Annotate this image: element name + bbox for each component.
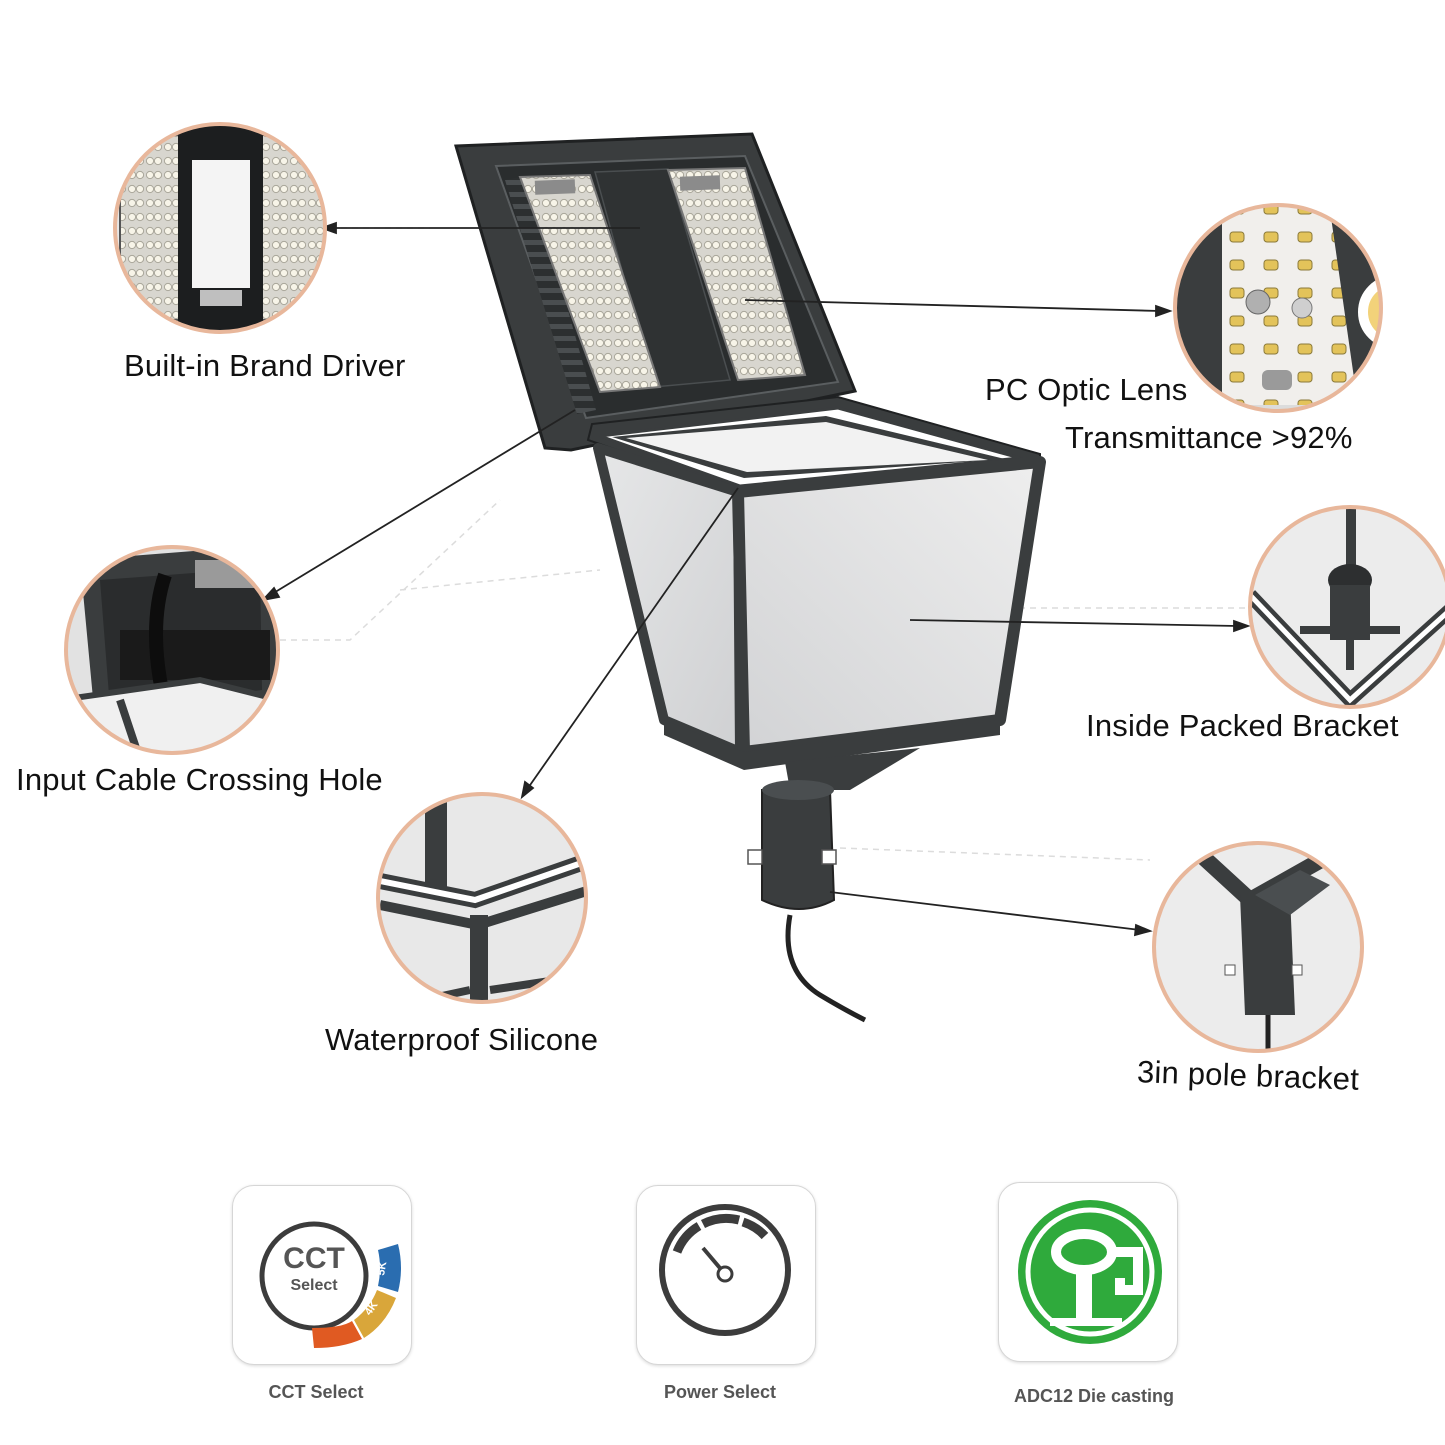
cct-select-icon: CCT Select 4K 5K bbox=[259, 1221, 401, 1348]
lens-label-line2: Transmittance >92% bbox=[1065, 420, 1353, 455]
bracket-detail-circle bbox=[1248, 505, 1445, 709]
luminaire bbox=[454, 132, 1046, 1023]
driver-label: Built-in Brand Driver bbox=[124, 348, 406, 383]
callout-arrows bbox=[260, 221, 1251, 937]
lamp-lid bbox=[454, 132, 858, 452]
cct-5k-label: 5K bbox=[375, 1261, 389, 1277]
pole-detail-circle bbox=[1152, 841, 1364, 1053]
lens-label-line1: PC Optic Lens bbox=[985, 372, 1188, 407]
lamp-body bbox=[586, 395, 1046, 790]
bracket-label: Inside Packed Bracket bbox=[1086, 708, 1399, 743]
die-casting-icon bbox=[1018, 1200, 1162, 1344]
power-caption: Power Select bbox=[663, 1382, 777, 1402]
silicone-label: Waterproof Silicone bbox=[325, 1022, 599, 1057]
pole-adapter bbox=[747, 780, 867, 1023]
cct-caption: CCT Select bbox=[268, 1382, 364, 1402]
cct-subtitle: Select bbox=[290, 1277, 338, 1294]
die-casting-caption: ADC12 Die casting bbox=[1013, 1386, 1175, 1406]
cable-label: Input Cable Crossing Hole bbox=[16, 762, 383, 797]
power-gauge-icon bbox=[659, 1204, 791, 1336]
cct-title: CCT bbox=[283, 1242, 345, 1275]
